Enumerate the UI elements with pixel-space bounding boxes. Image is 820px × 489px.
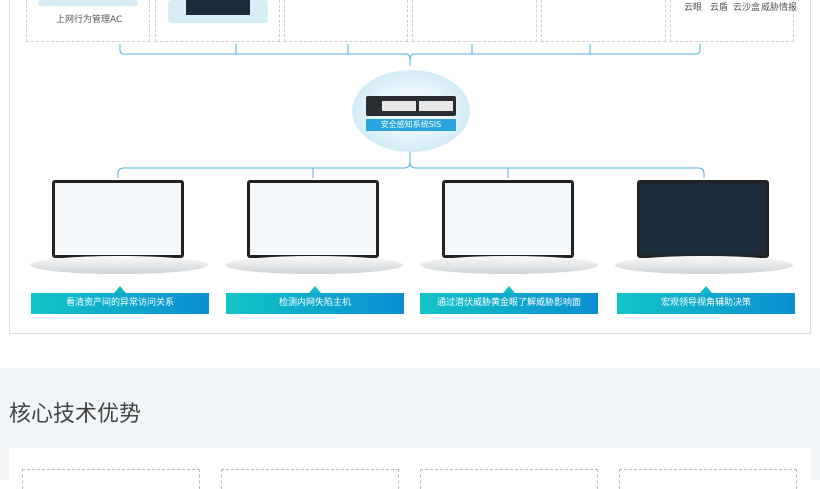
sis-label: 安全感知系统SIS	[366, 119, 456, 131]
feature-label: 宏观领导视角辅助决策	[617, 286, 795, 314]
laptop-screen-3	[442, 180, 574, 258]
tech-card	[221, 469, 399, 489]
laptop-screen-2	[247, 180, 379, 258]
laptop-base	[30, 256, 208, 274]
laptop-screen-1	[52, 180, 184, 258]
firewall-device-image	[168, 0, 268, 23]
device-box-2	[155, 0, 280, 42]
architecture-panel	[9, 0, 811, 334]
device-box-4	[412, 0, 537, 42]
feature-label: 看清资产间的异常访问关系	[31, 286, 209, 314]
cloud-item: 云沙盒	[733, 3, 761, 13]
cloud-item: 威胁情报	[761, 3, 798, 13]
device-box-5	[541, 0, 666, 42]
tech-card	[420, 469, 598, 489]
device-box-ac	[26, 0, 150, 42]
section-title: 核心技术优势	[9, 402, 142, 427]
cloud-item: 云眼	[684, 3, 703, 13]
laptop-base	[615, 256, 793, 274]
device-box-3	[284, 0, 408, 42]
feature-label: 检测内网失陷主机	[226, 286, 404, 314]
tech-card	[22, 469, 200, 489]
tech-card	[619, 469, 797, 489]
connector-lines	[117, 44, 705, 178]
ac-label: 上网行为管理AC	[56, 15, 123, 25]
device-box-cloud	[670, 0, 794, 42]
laptop-base	[225, 256, 403, 274]
sis-appliance-image	[366, 96, 456, 116]
cloud-item: 云盾	[710, 3, 729, 13]
laptop-screen-4	[637, 180, 769, 258]
feature-label: 通过潜伏威胁黄金眼了解威胁影响面	[420, 286, 598, 314]
ac-device-image	[38, 0, 138, 6]
laptop-base	[420, 256, 598, 274]
